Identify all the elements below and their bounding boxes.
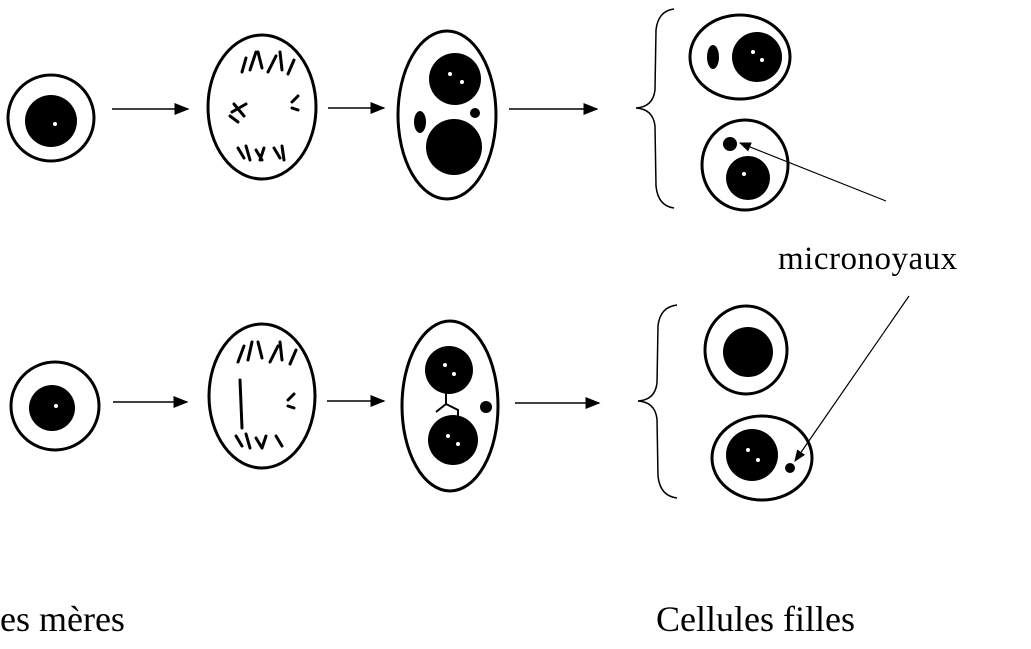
daughter-cell-top-1	[688, 13, 792, 101]
daughter-cell-bottom-2	[710, 414, 814, 502]
metaphase-cell-bottom	[207, 322, 317, 470]
bottom-row	[9, 304, 814, 502]
micronuclei-label: micronoyaux	[778, 241, 958, 277]
daughter-cell-top-2	[700, 118, 790, 212]
metaphase-cell-top	[206, 33, 318, 181]
mother-cells-label: es mères	[0, 599, 125, 639]
mother-cell-bottom	[9, 360, 101, 452]
daughter-cells-label: Cellules filles	[656, 599, 855, 639]
pointer-line-bottom	[794, 295, 910, 462]
pointer-line-top	[738, 142, 887, 202]
daughter-cell-bottom-1	[703, 304, 789, 396]
anaphase-cell-top	[396, 29, 498, 201]
brace-top	[635, 8, 675, 209]
brace-bottom	[637, 304, 678, 499]
top-row	[6, 8, 792, 212]
anaphase-cell-bottom	[400, 319, 500, 493]
mother-cell-top	[6, 73, 96, 163]
